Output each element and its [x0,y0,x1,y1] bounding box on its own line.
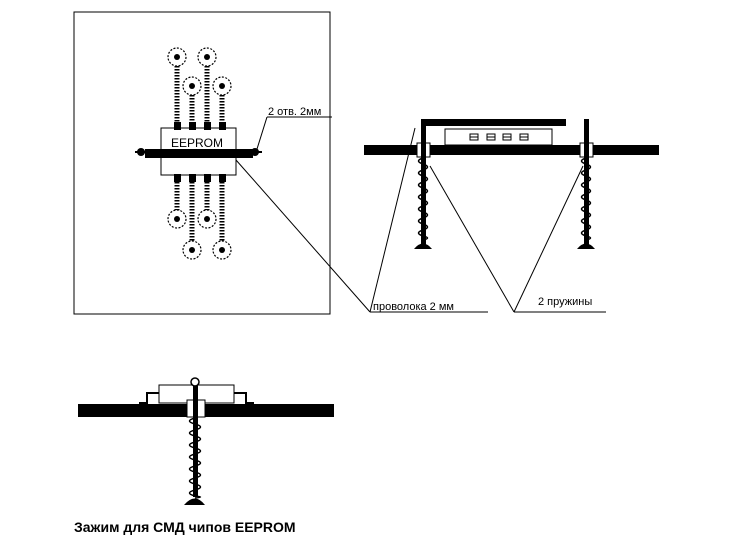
front-chip-leg-left [139,392,159,404]
side-board [364,145,659,155]
pads-bottom [167,182,232,260]
leader-lines [235,127,606,313]
pad-top-3-center [189,83,195,89]
side-chip [444,128,553,146]
spring-foot-right [577,243,595,249]
spring-left [417,157,429,241]
clamp-bar-top [145,149,253,158]
front-wire-loop [190,377,200,387]
wire-label: проволока 2 мм [373,301,454,313]
top-view-frame [73,11,331,315]
spring-right [580,157,592,241]
front-wire [193,382,198,497]
diagram-caption: Зажим для СМД чипов EEPROM [74,519,296,535]
spring-front [188,417,202,499]
front-chip-leg-right [234,392,254,404]
holes-leader-line [256,116,268,150]
spring-foot-front [184,498,205,505]
chip-label: EEPROM [171,136,223,150]
holes-label: 2 отв. 2мм [268,106,321,118]
front-board [78,404,334,417]
springs-label: 2 пружины [538,296,592,308]
wire-hole-left [137,148,145,156]
pad-bottom-2-center [204,216,210,222]
pad-bottom-3-center [189,247,195,253]
wire-hole-right [251,148,259,156]
front-view [78,377,334,505]
top-view: EEPROM 2 отв. 2мм [73,11,332,315]
pads-top [167,47,232,122]
side-wire-left [421,119,426,249]
pad-top-4-center [219,83,225,89]
side-chip-legs [469,133,529,141]
spring-foot-left [414,243,432,249]
side-clamp-bar [425,119,566,126]
chip-legs-top [174,122,226,182]
pad-top-1-center [174,54,180,60]
side-view: проволока 2 мм 2 пружины [235,119,659,313]
pad-bottom-1-center [174,216,180,222]
pad-bottom-4-center [219,247,225,253]
side-wire-right [584,119,589,249]
pad-top-2-center [204,54,210,60]
